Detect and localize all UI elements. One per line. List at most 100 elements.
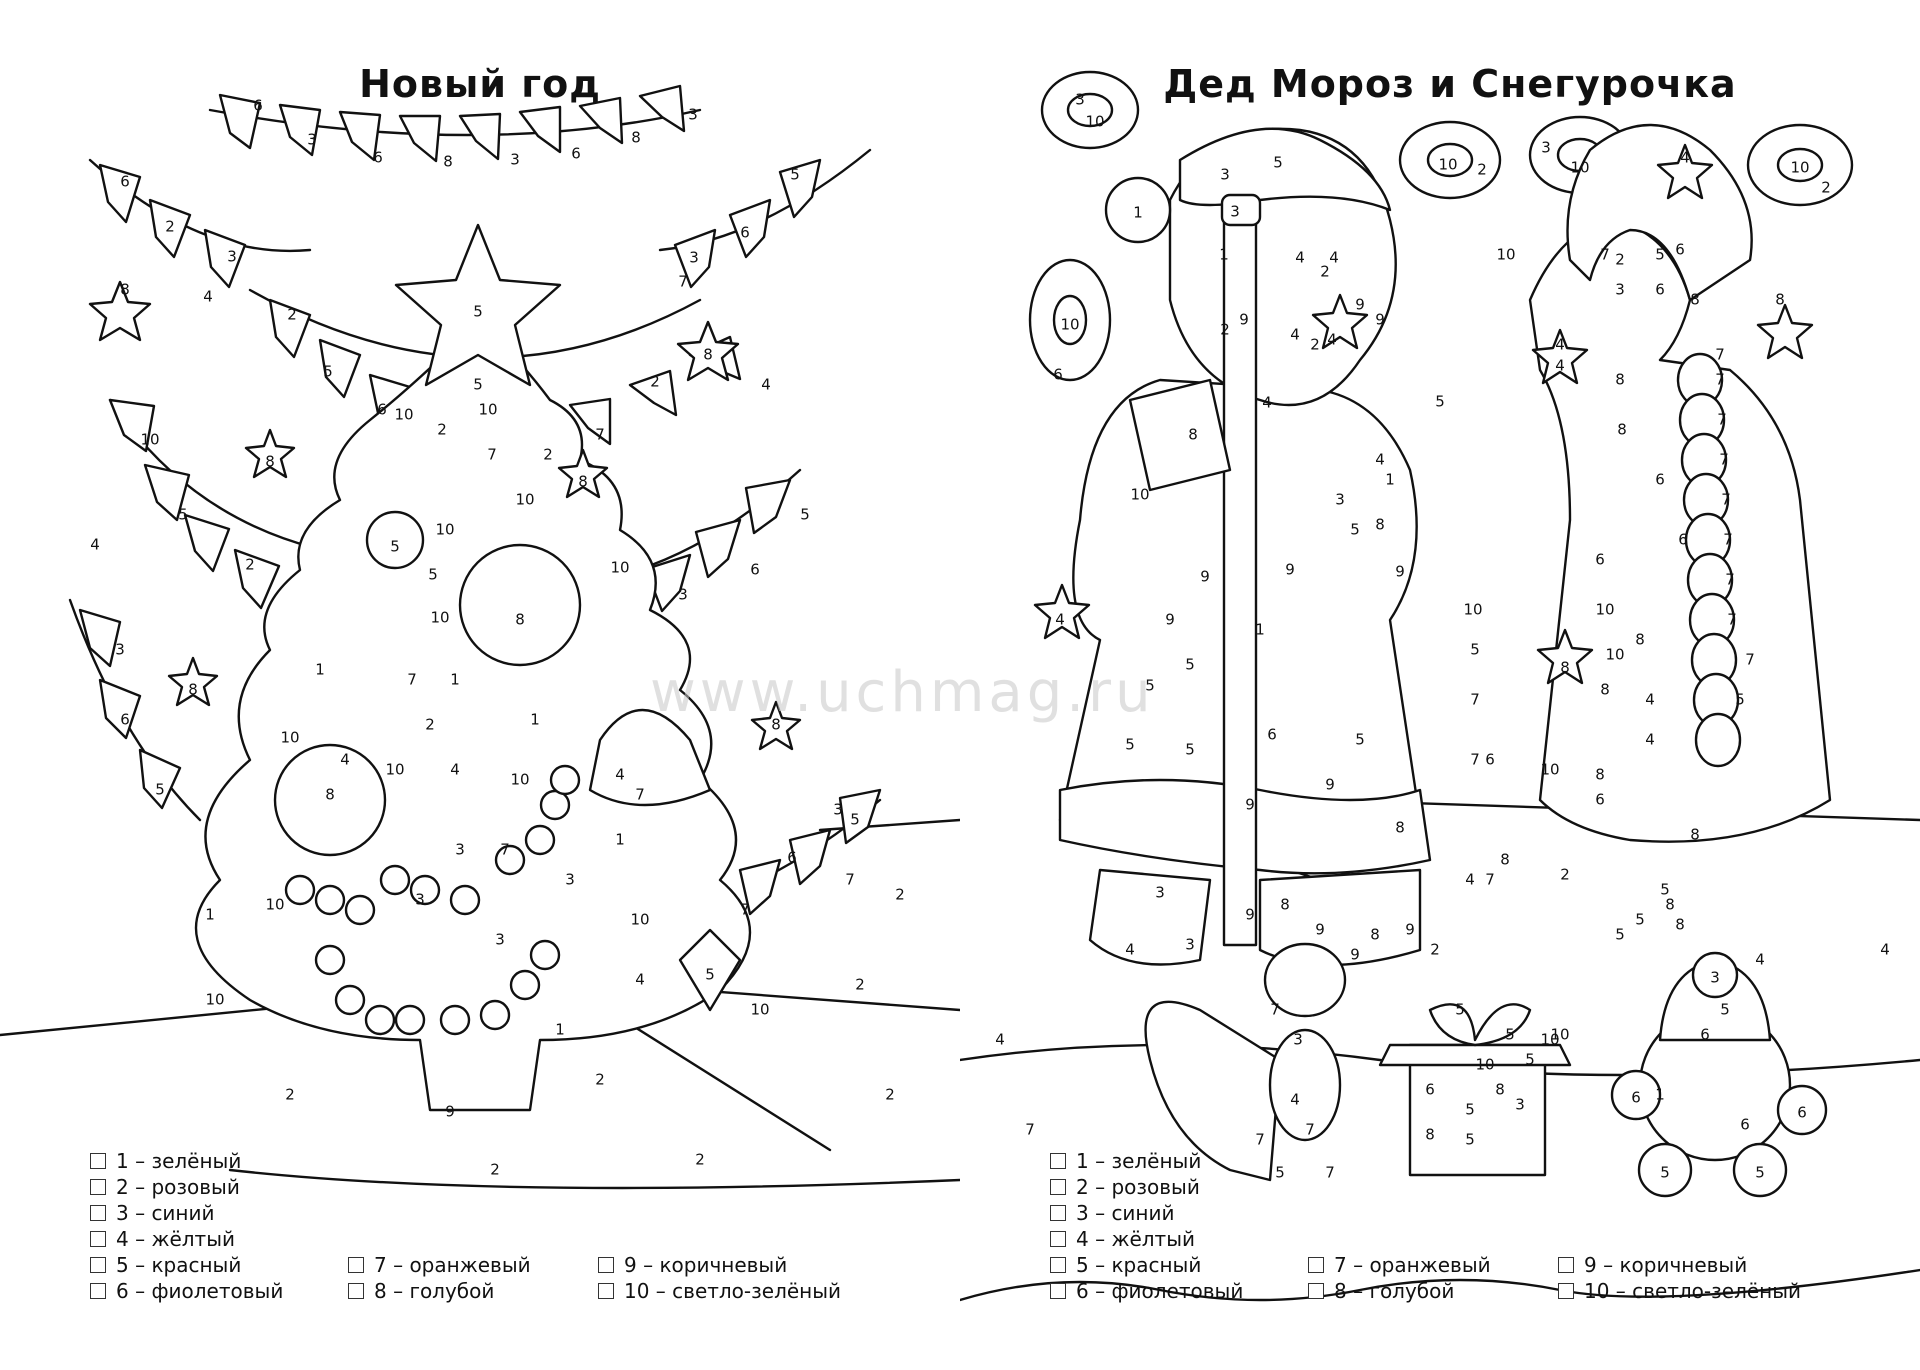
svg-text:9: 9 xyxy=(1165,611,1175,629)
svg-text:1: 1 xyxy=(1133,204,1143,222)
legend-label: 8 – голубой xyxy=(1334,1279,1455,1303)
svg-text:10: 10 xyxy=(630,911,649,929)
legend-item[interactable]: 4 – жёлтый xyxy=(90,1226,235,1252)
legend-item[interactable]: 7 – оранжевый xyxy=(348,1252,531,1278)
svg-text:8: 8 xyxy=(1690,291,1700,309)
checkbox-icon xyxy=(1050,1231,1066,1247)
legend-item[interactable]: 1 – зелёный xyxy=(1050,1148,1201,1174)
svg-text:2: 2 xyxy=(1320,263,1330,281)
svg-text:3: 3 xyxy=(565,871,575,889)
legend-item[interactable]: 1 – зелёный xyxy=(90,1148,241,1174)
svg-text:7: 7 xyxy=(1715,346,1725,364)
svg-text:7: 7 xyxy=(487,446,497,464)
legend-item[interactable]: 5 – красный xyxy=(1050,1252,1201,1278)
svg-text:10: 10 xyxy=(1496,246,1515,264)
svg-text:4: 4 xyxy=(1055,611,1065,629)
svg-text:5: 5 xyxy=(1455,1001,1465,1019)
svg-text:5: 5 xyxy=(1615,926,1625,944)
svg-text:9: 9 xyxy=(1350,946,1360,964)
svg-text:5: 5 xyxy=(1505,1026,1515,1044)
svg-text:6: 6 xyxy=(740,224,750,242)
svg-text:3: 3 xyxy=(415,891,425,909)
svg-text:10: 10 xyxy=(1438,156,1457,174)
checkbox-icon xyxy=(348,1283,364,1299)
svg-text:4: 4 xyxy=(1329,249,1339,267)
svg-text:10: 10 xyxy=(1463,601,1482,619)
svg-text:5: 5 xyxy=(1275,1164,1285,1182)
legend-item[interactable]: 8 – голубой xyxy=(348,1278,494,1304)
svg-text:8: 8 xyxy=(1665,896,1675,914)
legend-item[interactable]: 10 – светло-зелёный xyxy=(598,1278,841,1304)
color-legend: 1 – зелёный 2 – розовый 3 – синий 4 – жё… xyxy=(90,1148,910,1308)
svg-text:1: 1 xyxy=(615,831,625,849)
svg-text:4: 4 xyxy=(761,376,771,394)
svg-text:1: 1 xyxy=(1219,246,1229,264)
svg-text:7: 7 xyxy=(1719,451,1729,469)
legend-item[interactable]: 9 – коричневый xyxy=(1558,1252,1747,1278)
checkbox-icon xyxy=(90,1283,106,1299)
svg-text:5: 5 xyxy=(1655,246,1665,264)
legend-item[interactable]: 3 – синий xyxy=(90,1200,215,1226)
svg-text:3: 3 xyxy=(1155,884,1165,902)
svg-text:3: 3 xyxy=(1185,936,1195,954)
legend-item[interactable]: 6 – фиолетовый xyxy=(90,1278,283,1304)
svg-text:7: 7 xyxy=(1723,531,1733,549)
svg-text:10: 10 xyxy=(510,771,529,789)
svg-text:4: 4 xyxy=(1295,249,1305,267)
svg-text:4: 4 xyxy=(1125,941,1135,959)
svg-text:8: 8 xyxy=(1425,1126,1435,1144)
svg-text:2: 2 xyxy=(543,446,553,464)
legend-item[interactable]: 8 – голубой xyxy=(1308,1278,1454,1304)
svg-text:2: 2 xyxy=(1615,251,1625,269)
svg-text:8: 8 xyxy=(703,346,713,364)
legend-label: 7 – оранжевый xyxy=(1334,1253,1491,1277)
checkbox-icon xyxy=(90,1153,106,1169)
svg-text:6: 6 xyxy=(1485,751,1495,769)
svg-text:1: 1 xyxy=(530,711,540,729)
svg-text:7: 7 xyxy=(1725,571,1735,589)
checkbox-icon xyxy=(1308,1257,1324,1273)
svg-text:7: 7 xyxy=(1305,1121,1315,1139)
legend-item[interactable]: 3 – синий xyxy=(1050,1200,1175,1226)
svg-text:5: 5 xyxy=(1435,393,1445,411)
legend-item[interactable]: 6 – фиолетовый xyxy=(1050,1278,1243,1304)
legend-item[interactable]: 4 – жёлтый xyxy=(1050,1226,1195,1252)
svg-text:7: 7 xyxy=(1325,1164,1335,1182)
legend-label: 5 – красный xyxy=(116,1253,242,1277)
legend-label: 3 – синий xyxy=(116,1201,215,1225)
legend-item[interactable]: 2 – розовый xyxy=(1050,1174,1200,1200)
svg-text:10: 10 xyxy=(1060,316,1079,334)
svg-text:3: 3 xyxy=(1220,166,1230,184)
legend-item[interactable]: 9 – коричневый xyxy=(598,1252,787,1278)
svg-text:10: 10 xyxy=(1570,159,1589,177)
svg-text:8: 8 xyxy=(1775,291,1785,309)
svg-text:10: 10 xyxy=(1540,1031,1559,1049)
svg-text:10: 10 xyxy=(394,406,413,424)
checkbox-icon xyxy=(1050,1257,1066,1273)
svg-text:9: 9 xyxy=(1200,568,1210,586)
svg-text:10: 10 xyxy=(1085,113,1104,131)
svg-text:4: 4 xyxy=(995,1031,1005,1049)
svg-text:3: 3 xyxy=(115,641,125,659)
svg-text:6: 6 xyxy=(373,149,383,167)
svg-text:7: 7 xyxy=(1717,411,1727,429)
legend-item[interactable]: 2 – розовый xyxy=(90,1174,240,1200)
legend-label: 9 – коричневый xyxy=(1584,1253,1748,1277)
svg-text:6: 6 xyxy=(1678,531,1688,549)
svg-text:9: 9 xyxy=(1245,796,1255,814)
legend-item[interactable]: 10 – светло-зелёный xyxy=(1558,1278,1801,1304)
legend-item[interactable]: 5 – красный xyxy=(90,1252,241,1278)
svg-text:5: 5 xyxy=(1470,641,1480,659)
svg-text:7: 7 xyxy=(1721,491,1731,509)
svg-text:3: 3 xyxy=(227,248,237,266)
svg-text:4: 4 xyxy=(1465,871,1475,889)
svg-text:3: 3 xyxy=(1230,203,1240,221)
svg-text:8: 8 xyxy=(1560,659,1570,677)
legend-item[interactable]: 7 – оранжевый xyxy=(1308,1252,1491,1278)
svg-text:6: 6 xyxy=(1631,1089,1641,1107)
legend-label: 9 – коричневый xyxy=(624,1253,788,1277)
watermark-text: www.uchmag.ru xyxy=(650,660,1155,725)
svg-text:9: 9 xyxy=(445,1103,455,1121)
